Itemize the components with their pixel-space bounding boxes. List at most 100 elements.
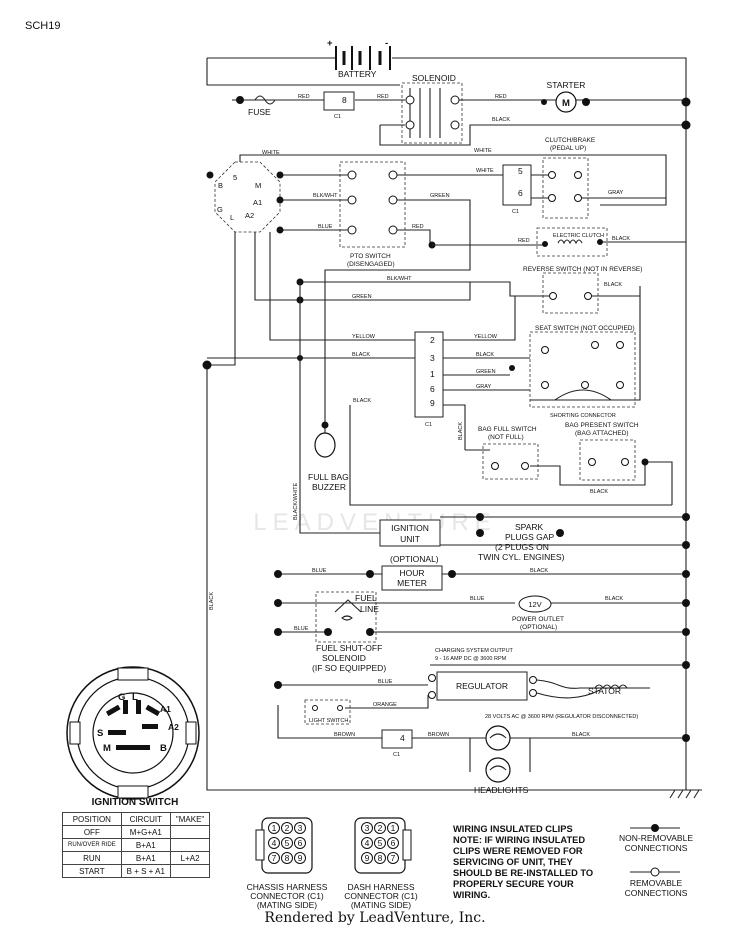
battery-to-solenoid-wire: [206, 58, 400, 86]
fuel-line-label-2: LINE: [360, 604, 379, 614]
c1-main-connector: [414, 331, 444, 418]
ign-face-s: S: [97, 728, 103, 739]
chassis-pin-label: 3: [298, 823, 303, 833]
connection-dot: [448, 570, 456, 578]
buzzer-symbol: [314, 432, 336, 458]
ignition-switch-face: [66, 666, 200, 800]
dash-pin-label: 2: [378, 823, 383, 833]
bag-terminal: [521, 462, 529, 470]
legend-removable: REMOVABLE: [630, 878, 683, 888]
dash-connector-label: DASH HARNESS: [347, 882, 414, 892]
clutch-coil: [557, 239, 583, 245]
table-header-cell: POSITION: [62, 812, 122, 826]
connection-dot: [641, 458, 649, 466]
bag-full-sub-label: (NOT FULL): [488, 434, 524, 441]
dash-pin: [361, 852, 373, 864]
c1-label: C1: [425, 422, 432, 428]
wire-red-label: RED: [377, 94, 389, 100]
ign-term-l: L: [230, 213, 234, 222]
solenoid-terminal: [405, 95, 415, 105]
connection-dot: [206, 171, 214, 179]
ign-face-l: L: [132, 692, 138, 703]
ignition-unit-label: IGNITION: [391, 523, 429, 533]
solenoid-coil: [409, 88, 441, 138]
dash-pin-label: 4: [365, 838, 370, 848]
terminal-6: 6: [430, 384, 435, 394]
dash-pin: [374, 837, 386, 849]
pto-terminal: [388, 225, 398, 235]
table-cell: M+G+A1: [120, 825, 171, 839]
clutch-terminal: [574, 194, 582, 202]
charging-label-2: 9 - 16 AMP DC @ 3600 RPM: [435, 656, 507, 662]
ign-term-a2: A2: [245, 211, 254, 220]
hour-meter-label: HOUR: [399, 568, 424, 578]
wire-blkwht-label: BLK/WHT: [387, 276, 412, 282]
table-cell: OFF: [62, 825, 122, 839]
wire-black-white-label: BLACK/WHITE: [293, 482, 299, 520]
bag-present-label: BAG PRESENT SWITCH: [565, 422, 639, 429]
table-cell: L+A2: [169, 851, 211, 865]
watermark-text: LEADVENTURE: [253, 509, 496, 536]
legend-removable-2: CONNECTIONS: [625, 888, 688, 898]
pto-sub-label: (DISENGAGED): [347, 261, 395, 268]
wire-black-label: BLACK: [604, 282, 622, 288]
battery-minus: -: [385, 38, 388, 49]
buzzer-label: FULL BAG: [308, 472, 349, 482]
terminal-1: 1: [430, 369, 435, 379]
solenoid-terminal: [450, 95, 460, 105]
regulator-box: [436, 671, 528, 701]
connection-dot: [682, 541, 690, 549]
power-outlet-symbol: [518, 595, 552, 613]
table-header-cell: CIRCUIT: [120, 812, 171, 826]
battery-plus: +: [327, 38, 333, 49]
bag-present-sub-label: (BAG ATTACHED): [575, 430, 629, 437]
connection-dot: [321, 421, 329, 429]
white-wire: [239, 154, 667, 206]
ign-term-5: 5: [233, 173, 237, 182]
ac-note-label: 28 VOLTS AC @ 3600 RPM (REGULATOR DISCON…: [485, 714, 638, 720]
legend-non-removable: NON-REMOVABLE: [619, 833, 693, 843]
legend-non-removable-2: CONNECTIONS: [625, 843, 688, 853]
reverse-switch-box: [542, 272, 599, 314]
chassis-pin: [268, 852, 280, 864]
light-switch-wires: [277, 695, 429, 739]
ignition-black-wire: [207, 232, 236, 366]
battery-symbol: [335, 46, 391, 70]
fuel-solenoid-label: FUEL SHUT-OFF: [316, 643, 382, 653]
table-cell: B+A1: [120, 838, 171, 852]
chassis-pin: [294, 852, 306, 864]
c1-label: C1: [512, 209, 519, 215]
wiring-note-body: NOTE: IF WIRING INSULATED CLIPS WERE REM…: [453, 835, 594, 900]
ign-term-m: M: [255, 181, 261, 190]
fuse-label: FUSE: [248, 107, 271, 117]
table-row: START B + S + A1: [62, 864, 211, 878]
wire-brown-label: BROWN: [334, 732, 355, 738]
clutch-terminal: [548, 194, 556, 202]
spark-label: SPARK: [515, 522, 544, 532]
pto-terminal: [388, 195, 398, 205]
terminal-5: 5: [518, 166, 523, 176]
seat-terminal: [616, 341, 624, 349]
reverse-terminal: [584, 292, 592, 300]
electric-clutch-box: [536, 227, 608, 257]
solenoid-ground-wire: [379, 124, 686, 146]
pto-switch-box: [339, 161, 406, 248]
ground-symbol: [669, 789, 702, 799]
dash-pin: [361, 837, 373, 849]
stator-wires: [536, 679, 650, 699]
clutch-wires: [531, 174, 666, 199]
connection-dot: [276, 226, 284, 234]
table-row: RUN B+A1 L+A2: [62, 851, 211, 865]
dash-pin: [374, 822, 386, 834]
terminal-3: 3: [430, 353, 435, 363]
c1-connector-4: [381, 729, 413, 749]
reverse-black-wire: [592, 286, 641, 330]
connection-dot: [597, 239, 603, 245]
wire-red-label: RED: [412, 224, 424, 230]
shorting-connector-label: SHORTING CONNECTOR: [550, 413, 616, 419]
black-white-vertical-wire: [299, 282, 380, 534]
bag-switch-wires: [465, 449, 673, 505]
schematic-code: SCH19: [25, 20, 61, 32]
table-cell: [169, 864, 211, 878]
hour-meter-box: [381, 565, 443, 591]
